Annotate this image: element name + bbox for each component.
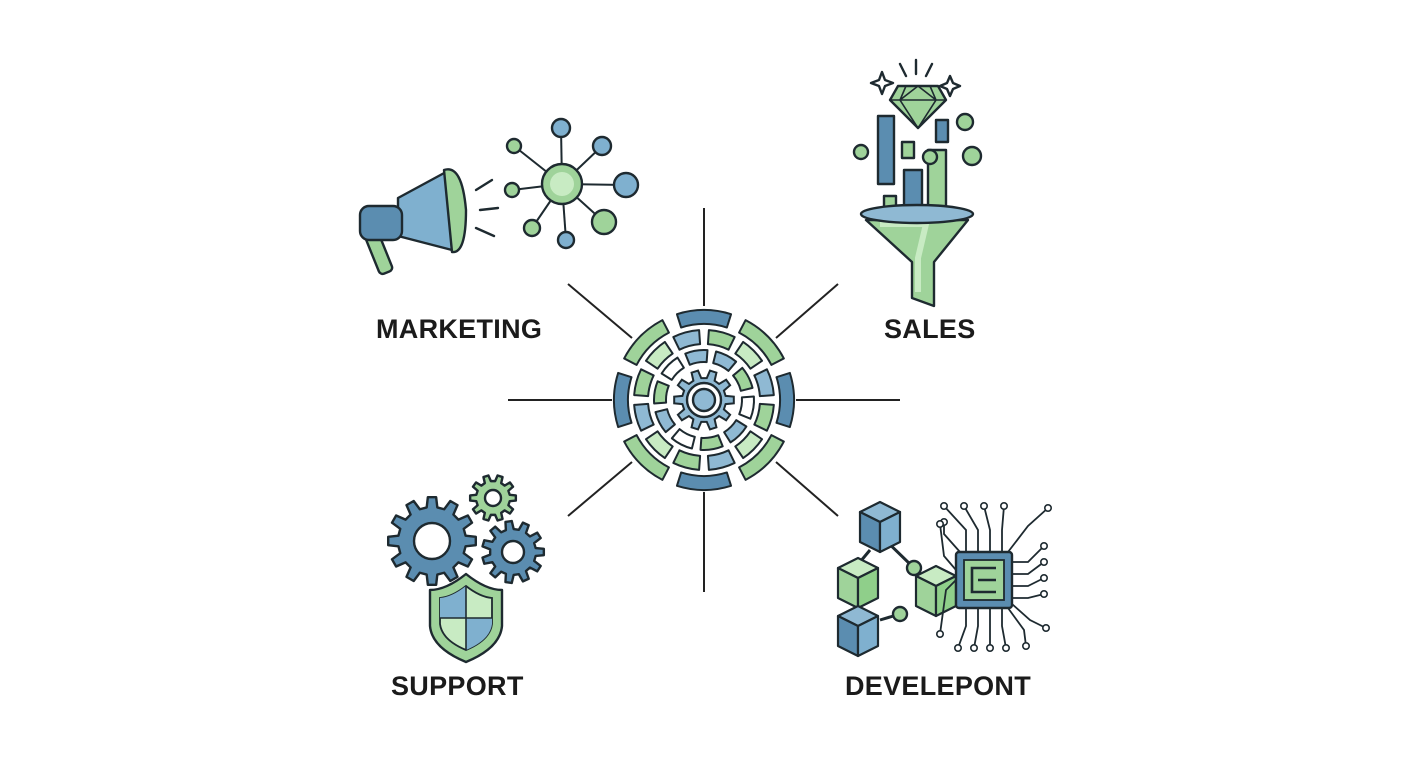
megaphone-icon	[358, 168, 500, 276]
shield-icon	[428, 572, 504, 664]
connector-development	[775, 461, 839, 517]
node-label-support: SUPPORT	[391, 671, 524, 701]
node-label-marketing: MARKETING	[376, 314, 543, 344]
hub-outer-ring	[613, 309, 795, 491]
cube-chain-icon	[836, 500, 958, 658]
microchip-icon	[935, 501, 1053, 652]
hub-inner-ring	[653, 349, 755, 451]
network-nodes-icon	[503, 117, 640, 250]
sparkle-icon	[869, 58, 962, 98]
diamond-icon	[888, 84, 948, 130]
connector-lines	[508, 208, 900, 592]
node-label-sales: SALES	[884, 314, 976, 344]
gears-icon	[387, 474, 546, 586]
hub-middle-ring	[633, 329, 775, 471]
connector-sales	[775, 283, 839, 339]
node-label-development: DEVELEPONT	[845, 671, 1032, 701]
concentric-gear-hub-icon	[613, 309, 795, 491]
connector-support	[567, 461, 633, 517]
hub-gear	[673, 369, 735, 431]
bar-chart-icon	[852, 112, 983, 218]
connector-marketing	[567, 283, 633, 339]
funnel-icon	[859, 203, 975, 308]
